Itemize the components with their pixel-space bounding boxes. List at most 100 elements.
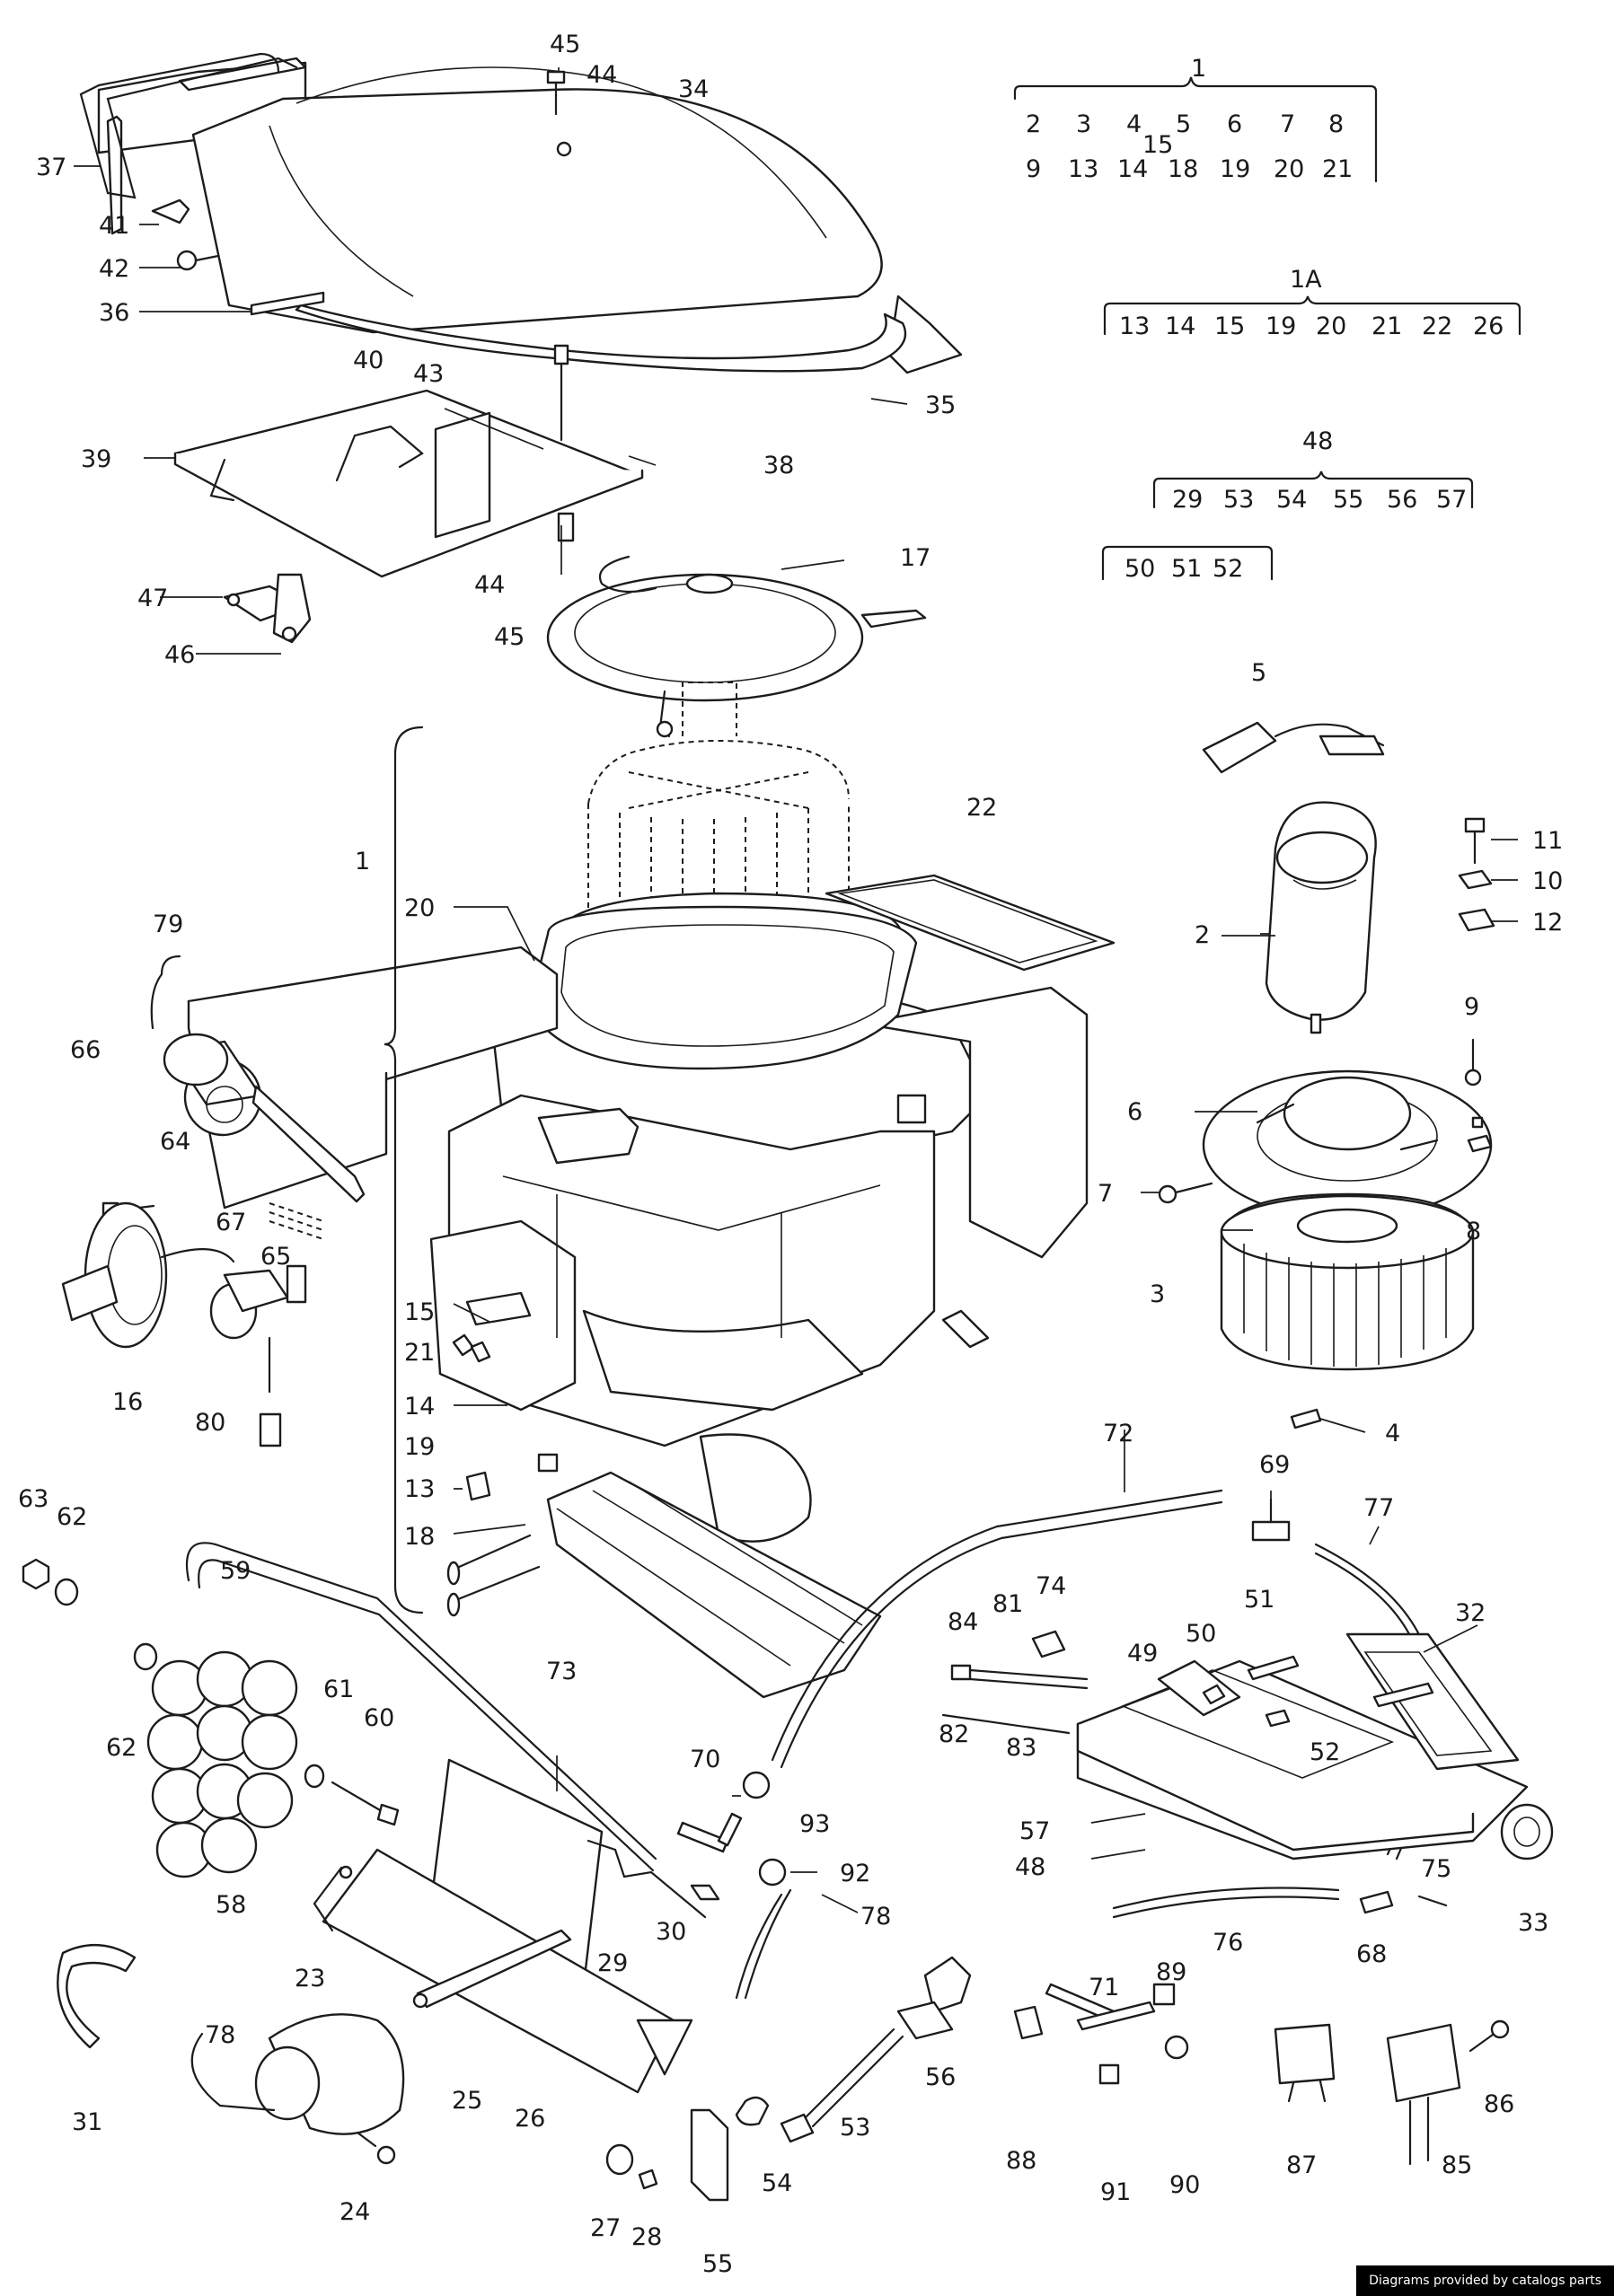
callout-74: 74 [1036,1572,1066,1600]
callout-36: 36 [99,299,129,327]
callout-54: 54 [762,2169,792,2197]
callout-20: 20 [404,894,435,922]
callout-32: 32 [1455,1599,1486,1627]
group-48-member-57: 57 [1436,486,1467,514]
callout-8: 8 [1466,1218,1481,1245]
callout-21: 21 [404,1339,435,1367]
callout-24: 24 [340,2198,370,2226]
connector-68-part [1359,1890,1394,1914]
group-1a-member-19: 19 [1266,312,1296,340]
callout-numbers: 45 44 34 37 41 42 36 40 43 35 39 38 47 4… [18,31,1563,2278]
callout-31: 31 [72,2108,102,2136]
callout-42: 42 [99,255,129,283]
tee-70-part [676,1812,743,1853]
resistor-85-part [1386,2023,1461,2166]
callout-leaders [74,67,1518,1913]
callout-78-left: 78 [205,2021,235,2049]
group-1-brace [384,726,424,1614]
callout-67: 67 [216,1209,246,1236]
callout-69: 69 [1259,1451,1290,1479]
group-1a-member-21: 21 [1371,312,1402,340]
group-1a-member-22: 22 [1422,312,1452,340]
callout-13: 13 [404,1475,435,1503]
washers-27-28-part [605,2143,658,2190]
frame-seal-22-part [825,874,1116,972]
callout-52: 52 [1310,1738,1340,1766]
group-1-member-9: 9 [1026,155,1041,183]
callout-45-mid: 45 [494,623,525,651]
callout-4: 4 [1385,1420,1400,1447]
callout-62-top: 62 [57,1503,87,1531]
group-1-member-4: 4 [1126,110,1142,138]
callout-80: 80 [195,1409,225,1437]
clip-54-part [735,2096,770,2126]
group-1-member-14: 14 [1117,155,1148,183]
callout-64: 64 [160,1128,190,1156]
group-48-member-51: 51 [1171,555,1202,583]
group-1a-member-26: 26 [1473,312,1504,340]
callout-77: 77 [1363,1494,1394,1522]
callout-86: 86 [1484,2090,1514,2118]
group-48-member-29: 29 [1172,486,1203,514]
flange-6-part [1202,1069,1493,1220]
callout-29: 29 [597,1949,628,1977]
callout-60: 60 [364,1704,394,1732]
spring-4-part [1290,1408,1322,1430]
ring-seal-20-part [528,905,918,1070]
hose-73-part [185,1542,657,1872]
motor-23-part [190,2013,405,2165]
air-intake-cover-part [97,57,963,374]
nut-12-part [1458,908,1495,932]
callout-55: 55 [702,2250,733,2278]
flap-plate-39-part [173,389,644,578]
callout-89: 89 [1156,1958,1186,1986]
callout-48-panel: 48 [1015,1853,1045,1881]
callout-15: 15 [404,1298,435,1326]
callout-59: 59 [220,1557,251,1585]
group-48-member-56: 56 [1387,486,1417,514]
group-1-bracket: 1 2 3 4 5 6 7 8 15 9 13 14 18 19 20 21 [1013,55,1378,183]
group-1-member-5: 5 [1176,110,1191,138]
screw-7-part [1158,1182,1213,1204]
callout-57: 57 [1019,1817,1050,1845]
callout-76: 76 [1213,1929,1243,1957]
washer-62-part [54,1578,158,1671]
callout-33: 33 [1518,1909,1548,1937]
callout-37: 37 [36,154,66,181]
group-1-member-13: 13 [1068,155,1098,183]
callout-88: 88 [1006,2147,1036,2175]
clamp-93-part [742,1771,771,1799]
callout-22: 22 [966,794,997,822]
callout-23: 23 [295,1965,325,1993]
fittings-71-91-part [1013,1983,1189,2085]
clip-8-part [1467,1134,1493,1153]
air-channel-79-part [150,946,559,1210]
valve-80-part [209,1264,307,1447]
callout-51-top: 51 [1244,1586,1274,1614]
pin-75-part [1417,1895,1448,1907]
callout-50: 50 [1186,1620,1216,1648]
callout-34: 34 [678,75,709,103]
callout-82: 82 [939,1720,969,1748]
callout-16: 16 [112,1388,143,1416]
control-base-48-part [1076,1659,1529,1861]
screw-86-part [1468,2019,1510,2053]
group-1-title: 1 [1191,55,1206,83]
callout-47: 47 [137,585,168,612]
callout-87: 87 [1286,2151,1317,2179]
group-48-bracket: 48 29 53 54 55 56 57 50 51 52 [1101,427,1474,583]
callout-45-top: 45 [550,31,580,58]
lever-46-47-part [223,573,312,644]
knob-33-part [1500,1803,1554,1861]
callout-75: 75 [1421,1855,1451,1883]
callout-38: 38 [763,452,794,479]
screw-11-part [1464,817,1486,865]
group-48-member-55: 55 [1333,486,1363,514]
callout-26: 26 [515,2105,545,2133]
callout-58: 58 [216,1891,246,1919]
callout-83: 83 [1006,1734,1036,1762]
spring-65-part [269,1202,324,1240]
clip-10-part [1458,869,1493,890]
small-clips-part [452,1333,559,1501]
